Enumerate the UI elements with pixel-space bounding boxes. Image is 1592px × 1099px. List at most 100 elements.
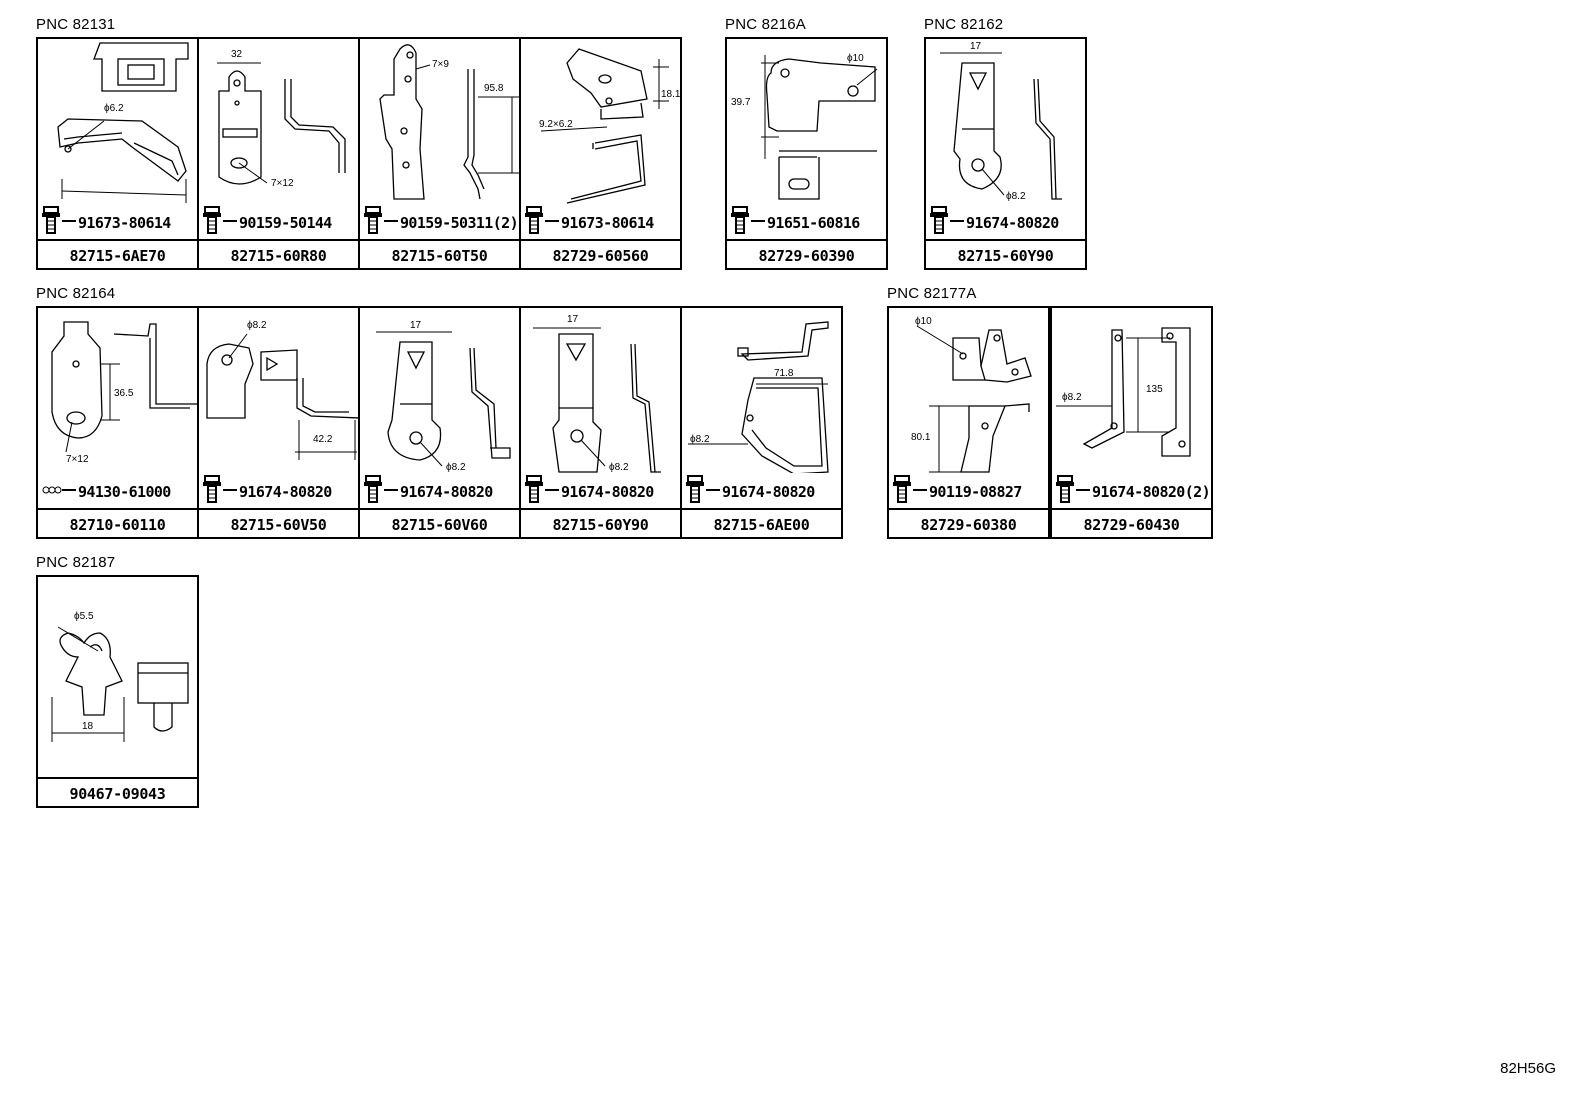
part-card[interactable]: 17 ϕ8.2 91674-80820 82715-60V60: [358, 306, 521, 539]
dim-label: 135: [1146, 384, 1163, 395]
clip-drawing: ϕ5.5 18: [51, 611, 189, 742]
dim-label: ϕ10: [847, 53, 864, 64]
part-number[interactable]: 82715-6AE00: [682, 508, 841, 541]
dim-label: 18.1: [661, 89, 680, 100]
part-card[interactable]: ϕ8.2 135 91674-80820(2) 82729-60430: [1050, 306, 1213, 539]
dim-label: ϕ10: [915, 316, 932, 327]
part-card[interactable]: 32 7×12 90159-50144 82715-60R80: [197, 37, 360, 270]
part-number[interactable]: 82715-6AE70: [38, 239, 197, 272]
dim-label: 17: [970, 41, 982, 52]
bracket-drawing: ϕ6.2 104: [57, 42, 189, 204]
dim-label: ϕ6.2: [104, 103, 124, 114]
dim-label: 17: [567, 314, 579, 325]
screw-part-number: 90119-08827: [929, 483, 1022, 501]
part-card[interactable]: ϕ6.2 104 91673-80614 82715-6AE70: [36, 37, 199, 270]
part-card[interactable]: ϕ8.2 42.2 91674-80820 82715-60V50: [197, 306, 360, 539]
part-number[interactable]: 82729-60390: [727, 239, 886, 272]
dim-label: 42.2: [313, 434, 333, 445]
bracket-drawing: ϕ10 80.1: [911, 316, 1032, 473]
screw-callout[interactable]: 91674-80820: [684, 474, 841, 507]
screw-part-number: 90159-50144: [239, 214, 332, 232]
dim-label: 104: [116, 203, 133, 204]
dim-label: 9.2×6.2: [539, 119, 573, 130]
screw-part-number: 91651-60816: [767, 214, 860, 232]
dim-label: ϕ8.2: [1006, 191, 1026, 202]
bracket-drawing: 17 ϕ8.2: [376, 320, 511, 473]
screw-callout[interactable]: 91673-80614: [40, 205, 197, 238]
bracket-drawing: ϕ8.2 42.2: [206, 320, 358, 460]
screw-callout[interactable]: 91674-80820(2): [1054, 474, 1211, 507]
pnc-label: PNC 82187: [36, 554, 116, 571]
dim-label: 80.1: [911, 432, 931, 443]
dim-label: ϕ8.2: [609, 462, 629, 473]
bracket-drawing: 36.5 7×12: [51, 321, 197, 465]
bracket-drawing: 17 ϕ8.2: [940, 41, 1062, 202]
screw-part-number: 90159-50311(2): [400, 214, 519, 232]
bracket-drawing: 32 7×12: [217, 49, 346, 189]
part-number[interactable]: 82715-60V60: [360, 508, 519, 541]
dim-label: ϕ8.2: [247, 320, 267, 331]
screw-callout[interactable]: 94130-61000: [40, 474, 197, 507]
part-number[interactable]: 82715-60Y90: [926, 239, 1085, 272]
dim-label: 32: [231, 49, 243, 60]
screw-callout[interactable]: 91674-80820: [201, 474, 358, 507]
dim-label: 7×12: [271, 178, 294, 189]
bracket-drawing: 71.8 ϕ8.2: [688, 321, 829, 473]
screw-part-number: 91674-80820(2): [1092, 483, 1211, 501]
screw-callout[interactable]: 91674-80820: [928, 205, 1085, 238]
part-number[interactable]: 82715-60V50: [199, 508, 358, 541]
bracket-drawing: ϕ10 39.7: [731, 53, 878, 200]
part-card[interactable]: 17 ϕ8.2 91674-80820 82715-60Y90: [519, 306, 682, 539]
part-number[interactable]: 82715-60R80: [199, 239, 358, 272]
part-number[interactable]: 82710-60110: [38, 508, 197, 541]
dim-label: 36.5: [114, 388, 134, 399]
dim-label: 7×9: [432, 59, 449, 70]
dim-label: ϕ5.5: [74, 611, 94, 622]
bracket-drawing: 17 ϕ8.2: [533, 314, 661, 473]
screw-callout[interactable]: 91651-60816: [729, 205, 886, 238]
pnc-label: PNC 82164: [36, 285, 116, 302]
pnc-label: PNC 82131: [36, 16, 116, 33]
part-card[interactable]: ϕ10 39.7 91651-60816 82729-60390: [725, 37, 888, 270]
screw-callout[interactable]: 91673-80614: [523, 205, 680, 238]
screw-callout[interactable]: 91674-80820: [362, 474, 519, 507]
screw-part-number: 91674-80820: [239, 483, 332, 501]
dim-label: 39.7: [731, 97, 751, 108]
screw-part-number: 91673-80614: [78, 214, 171, 232]
part-number[interactable]: 82715-60Y90: [521, 508, 680, 541]
part-number[interactable]: 82729-60380: [889, 508, 1048, 541]
pnc-label: PNC 82177A: [887, 285, 977, 302]
part-card[interactable]: 7×9 95.8 90159-50311(2) 82715-60T50: [358, 37, 521, 270]
dim-label: 71.8: [774, 368, 794, 379]
screw-callout[interactable]: 90159-50311(2): [362, 205, 519, 238]
screw-part-number: 91674-80820: [966, 214, 1059, 232]
dim-label: 18: [82, 721, 94, 732]
diagram-code: 82H56G: [1500, 1060, 1556, 1077]
screw-part-number: 91674-80820: [400, 483, 493, 501]
screw-callout[interactable]: 90159-50144: [201, 205, 358, 238]
pnc-label: PNC 8216A: [725, 16, 807, 33]
part-card[interactable]: 36.5 7×12 94130-61000 82710-60110: [36, 306, 199, 539]
bracket-drawing: 18.1 9.2×6.2: [539, 48, 680, 204]
pnc-label: PNC 82162: [924, 16, 1004, 33]
screw-part-number: 91673-80614: [561, 214, 654, 232]
part-card[interactable]: 18.1 9.2×6.2 91673-80614 82729-60560: [519, 37, 682, 270]
dim-label: 7×12: [66, 454, 89, 465]
screw-callout[interactable]: 90119-08827: [891, 474, 1048, 507]
screw-part-number: 91674-80820: [561, 483, 654, 501]
screw-callout[interactable]: 91674-80820: [523, 474, 680, 507]
dim-label: ϕ8.2: [446, 462, 466, 473]
screw-part-number: 91674-80820: [722, 483, 815, 501]
part-card[interactable]: 71.8 ϕ8.2 91674-80820 82715-6AE00: [680, 306, 843, 539]
bracket-drawing: ϕ8.2 135: [1056, 327, 1191, 457]
part-number[interactable]: 82729-60430: [1052, 508, 1211, 541]
dim-label: 17: [410, 320, 422, 331]
part-number[interactable]: 82729-60560: [521, 239, 680, 272]
part-number[interactable]: 82715-60T50: [360, 239, 519, 272]
dim-label: ϕ8.2: [690, 434, 710, 445]
part-card[interactable]: 17 ϕ8.2 91674-80820 82715-60Y90: [924, 37, 1087, 270]
part-card[interactable]: ϕ5.5 18 90467-09043: [36, 575, 199, 808]
screw-part-number: 94130-61000: [78, 483, 171, 501]
part-card[interactable]: ϕ10 80.1 90119-08827 82729-60380: [887, 306, 1050, 539]
part-number[interactable]: 90467-09043: [38, 777, 197, 810]
